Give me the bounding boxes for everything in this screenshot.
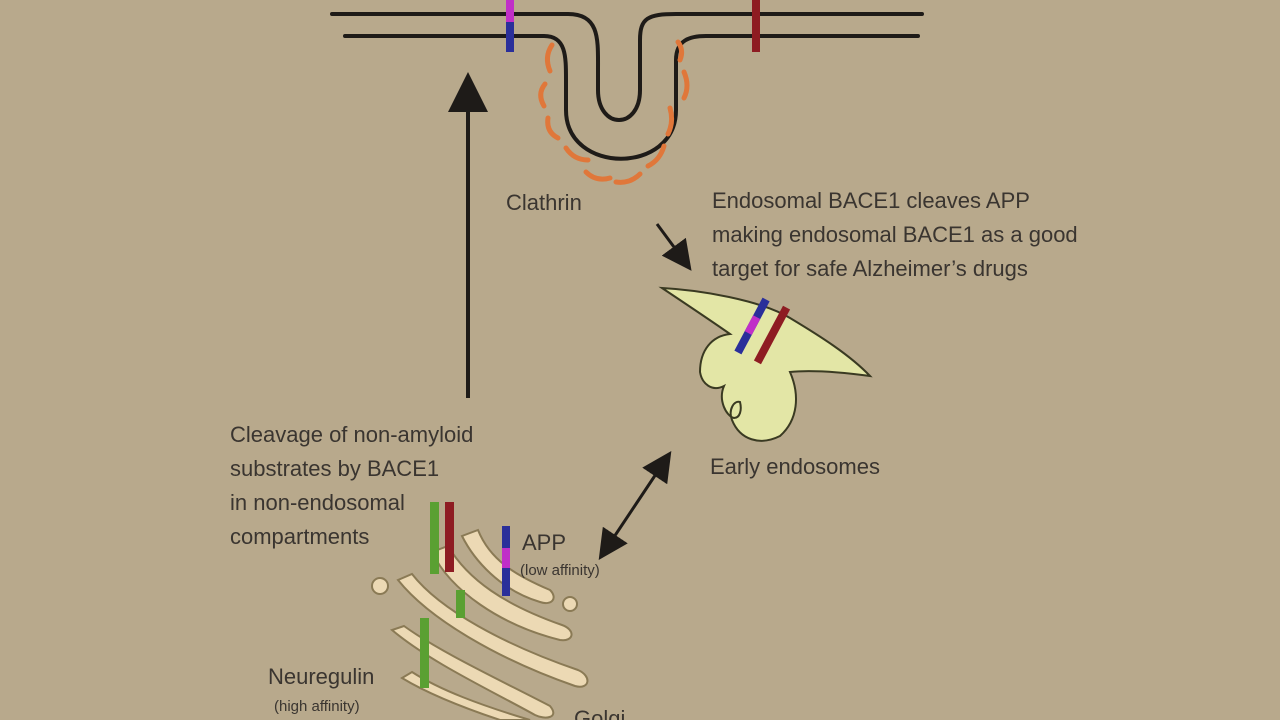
neuregulin-label: Neuregulin: [268, 664, 375, 689]
app-golgi-protein-magenta: [502, 548, 510, 568]
clathrin-label: Clathrin: [506, 190, 582, 215]
clathrin-coat: [538, 39, 690, 185]
endocytosis-arrow: [655, 223, 692, 271]
endosomal-note-line-3: target for safe Alzheimer’s drugs: [712, 256, 1028, 281]
neuregulin-protein-1: [430, 502, 439, 574]
golgi-label-partial: Golgi: [574, 706, 626, 720]
neuregulin-affinity-label: (high affinity): [274, 698, 360, 715]
endosome-bace1-protein: [753, 305, 791, 365]
neuregulin-protein-3: [420, 618, 429, 688]
cleavage-note: Cleavage of non-amyloid substrates by BA…: [230, 418, 473, 554]
app-membrane-protein-tail: [506, 22, 514, 52]
app-affinity-label: (low affinity): [520, 562, 600, 579]
plasma-membrane: [330, 12, 924, 161]
golgi-endosome-arrow: [598, 451, 672, 560]
neuregulin-protein-2: [456, 590, 465, 618]
cleavage-note-line-4: compartments: [230, 524, 370, 549]
bace1-membrane-protein: [752, 0, 760, 52]
endosome-app-protein-magenta: [744, 315, 761, 335]
cleavage-note-line-3: in non-endosomal: [230, 490, 405, 515]
cleavage-note-line-2: substrates by BACE1: [230, 456, 440, 481]
early-endosomes-label: Early endosomes: [710, 454, 880, 479]
endosomal-bace1-note: Endosomal BACE1 cleaves APP making endos…: [712, 184, 1078, 286]
app-label: APP: [522, 530, 567, 555]
membrane-inner-leaflet: [343, 34, 920, 161]
endosomal-note-line-2: making endosomal BACE1 as a good: [712, 222, 1078, 247]
bace1-golgi-protein: [445, 502, 454, 572]
cleavage-note-line-1: Cleavage of non-amyloid: [230, 422, 474, 447]
endosomal-note-line-1: Endosomal BACE1 cleaves APP: [712, 188, 1030, 213]
membrane-outer-leaflet: [330, 12, 924, 122]
app-membrane-protein: [506, 0, 514, 22]
early-endosome: [658, 286, 873, 442]
